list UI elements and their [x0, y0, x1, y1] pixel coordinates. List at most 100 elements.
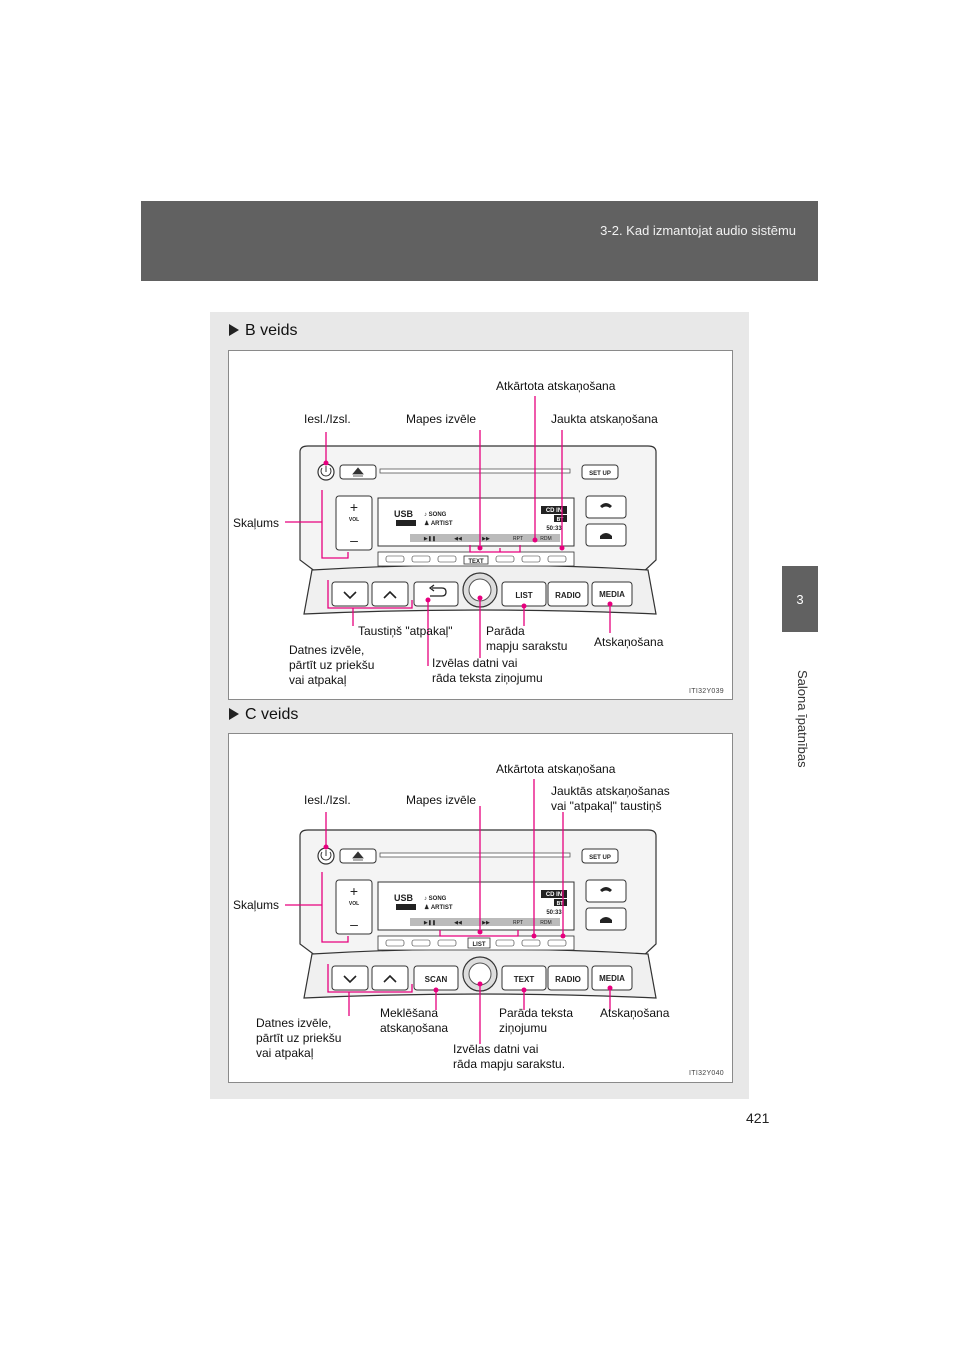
media-label: MEDIA — [599, 974, 625, 983]
media-label: MEDIA — [599, 590, 625, 599]
scan-label: SCAN — [425, 975, 448, 984]
page-number: 421 — [746, 1110, 770, 1126]
callout-b-knob-line1: Izvēlas datni vai — [432, 656, 518, 670]
callout-c-power: Iesl./Izsl. — [304, 793, 351, 807]
callout-b-file-select-line2: pārtīt uz priekšu — [289, 658, 375, 672]
callout-b-knob: Izvēlas datni vai rāda teksta ziņojumu — [432, 656, 543, 686]
seg-ff: ▶▶ — [482, 920, 490, 926]
callout-b-repeat: Atkārtota atskaņošana — [496, 379, 616, 393]
callout-b-file-select: Datnes izvēle, pārtīt uz priekšu vai atp… — [289, 643, 374, 688]
chapter-number-tab[interactable]: 3 — [782, 566, 818, 632]
artist-label: ♟ ARTIST — [424, 520, 453, 527]
radio-button[interactable] — [547, 965, 589, 991]
callout-b-folder-list-line1: Parāda — [486, 624, 525, 638]
seek-up-button[interactable] — [371, 965, 409, 991]
section-title-b-text: B veids — [245, 322, 298, 339]
callout-c-scan-line1: Meklēšana — [380, 1006, 439, 1020]
header-band: 3-2. Kad izmantojat audio sistēmu — [141, 201, 818, 281]
callout-b-volume: Skaļums — [233, 516, 280, 530]
radio-label: RADIO — [555, 591, 581, 600]
setup-button[interactable] — [581, 464, 619, 480]
phone-pickup-button[interactable] — [585, 495, 627, 519]
seek-down-button[interactable] — [331, 965, 369, 991]
seg-rdm: RDM — [540, 920, 551, 926]
media-button[interactable] — [591, 965, 633, 991]
callout-lines-b — [285, 396, 611, 666]
callout-b-file-select-line1: Datnes izvēle, — [289, 643, 365, 657]
callout-b-knob-line2: rāda teksta ziņojumu — [432, 671, 543, 685]
cd-in-badge — [541, 506, 567, 514]
callout-c-file-select-line1: Datnes izvēle, — [256, 1016, 332, 1030]
segment-bar — [410, 534, 560, 542]
back-button[interactable] — [413, 581, 459, 607]
callout-b-playback: Atskaņošana — [594, 635, 664, 649]
callout-c-file-select: Datnes izvēle, pārtīt uz priekšu vai atp… — [256, 1016, 341, 1061]
radio-label: RADIO — [555, 975, 581, 984]
radio-button[interactable] — [547, 581, 589, 607]
vol-plus: + — [350, 499, 358, 515]
callout-c-file-select-line2: pārtīt uz priekšu — [256, 1031, 342, 1045]
song-label: ♪ SONG — [424, 512, 447, 518]
callout-c-random-line1: Jauktās atskaņošanas — [551, 784, 670, 798]
seek-down-button[interactable] — [331, 581, 369, 607]
section-header-title: 3-2. Kad izmantojat audio sistēmu — [600, 223, 796, 238]
radio-unit-b: SET UP + VOL – USB ♪ SONG ♟ ARTIST CD IN… — [299, 445, 657, 615]
callout-c-random: Jauktās atskaņošanas vai "atpakaļ" taust… — [551, 784, 670, 814]
callout-lines-c — [285, 779, 611, 1044]
seg-rpt: RPT — [513, 920, 523, 926]
volume-button[interactable] — [335, 495, 373, 551]
section-title-c: C veids — [229, 706, 298, 724]
triangle-bullet-icon — [229, 708, 239, 720]
bt-text: BT — [557, 517, 564, 523]
callout-c-repeat: Atkārtota atskaņošana — [496, 762, 616, 776]
figure-c-id: ITI32Y040 — [689, 1070, 724, 1077]
bt-badge — [554, 515, 567, 522]
seg-ff: ▶▶ — [482, 536, 490, 542]
callout-b-random: Jaukta atskaņošana — [551, 412, 658, 426]
callout-b-back: Taustiņš "atpakaļ" — [358, 624, 453, 638]
setup-label: SET UP — [589, 855, 611, 861]
section-title-b: B veids — [229, 322, 297, 340]
callout-c-scan: Meklēšana atskaņošana — [380, 1006, 448, 1036]
usb-stick-icon — [396, 904, 416, 910]
time-display: 50:33 — [546, 526, 562, 532]
time-display: 50:33 — [546, 910, 562, 916]
callout-c-playback: Atskaņošana — [600, 1006, 670, 1020]
list-label: LIST — [515, 591, 532, 600]
callout-c-random-line2: vai "atpakaļ" taustiņš — [551, 799, 662, 813]
figure-b-id: ITI32Y039 — [689, 688, 724, 695]
cd-in-text: CD IN — [546, 508, 562, 514]
media-button[interactable] — [591, 581, 633, 607]
radio-unit-c: SET UP + VOL – USB ♪ SONG ♟ ARTIST CD IN… — [299, 829, 657, 999]
setup-button[interactable] — [581, 848, 619, 864]
usb-label: USB — [394, 893, 414, 903]
seg-rew: ◀◀ — [454, 536, 462, 542]
callout-c-knob: Izvēlas datni vai rāda mapju sarakstu. — [453, 1042, 565, 1072]
callout-c-knob-line2: rāda mapju sarakstu. — [453, 1057, 566, 1071]
callout-c-volume: Skaļums — [233, 898, 280, 912]
seg-play: ▶❚❚ — [424, 536, 436, 542]
callout-b-folder-list: Parāda mapju sarakstu — [486, 624, 567, 654]
callout-c-folder: Mapes izvēle — [406, 793, 477, 807]
text-key-label: TEXT — [468, 559, 484, 565]
section-title-c-text: C veids — [245, 706, 299, 723]
preset-buttons-c[interactable] — [377, 935, 575, 951]
volume-button[interactable] — [335, 879, 373, 935]
text-label: TEXT — [514, 975, 535, 984]
callout-c-scan-line2: atskaņošana — [380, 1021, 449, 1035]
callout-c-text-line2: ziņojumu — [499, 1021, 548, 1035]
cd-slot — [379, 468, 571, 474]
bt-badge — [554, 899, 567, 906]
seg-rdm: RDM — [540, 536, 551, 542]
vol-minus: – — [350, 532, 358, 548]
seek-up-button[interactable] — [371, 581, 409, 607]
phone-pickup-button[interactable] — [585, 879, 627, 903]
seg-play: ▶❚❚ — [424, 920, 436, 926]
callout-b-file-select-line3: vai atpakaļ — [289, 673, 347, 687]
cd-in-text: CD IN — [546, 892, 562, 898]
list-key-label: LIST — [473, 942, 486, 948]
setup-label: SET UP — [589, 471, 611, 477]
callout-c-text: Parāda teksta ziņojumu — [499, 1006, 573, 1036]
